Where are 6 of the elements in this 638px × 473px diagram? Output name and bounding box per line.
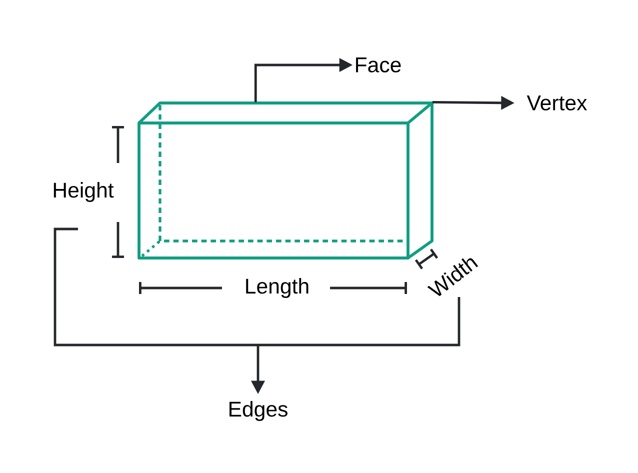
callout-label: Vertex (526, 96, 587, 110)
callout-label: Edges (230, 401, 288, 421)
cuboid-drawing (138, 102, 434, 260)
dimension-label: Height (54, 182, 114, 202)
callout-label: Face (356, 58, 401, 72)
dimension-label: Length (246, 278, 308, 298)
